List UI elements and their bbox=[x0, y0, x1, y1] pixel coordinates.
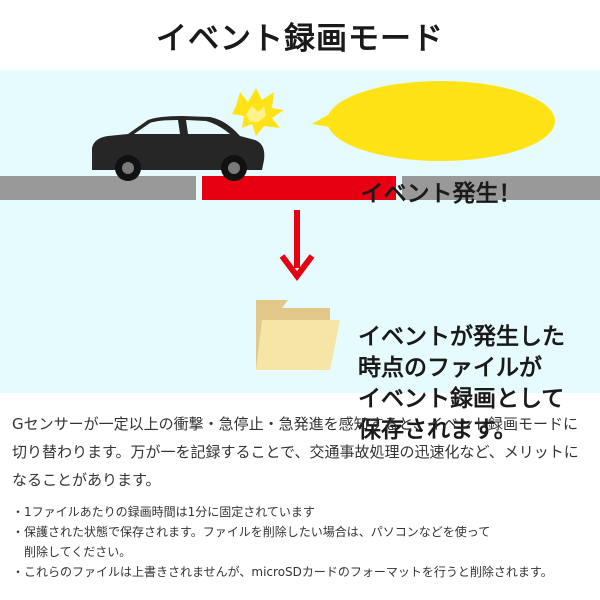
info-line: イベントが発生した bbox=[358, 324, 565, 350]
note-item-continuation: 削除してください。 bbox=[24, 545, 132, 559]
description-line: なることがあります。 bbox=[12, 471, 161, 489]
timeline-segment-after bbox=[402, 176, 600, 200]
description-line: Gセンサーが一定以上の衝撃・急停止・急発進を感知すると、イベント録画モードに bbox=[12, 415, 579, 433]
speech-bubble bbox=[312, 81, 555, 161]
illustration-panel: イベント発生！ イベントが発生した 時点のファイルが イベント録画として 保存さ… bbox=[0, 70, 600, 443]
event-info-text: イベントが発生した 時点のファイルが イベント録画として 保存されます。 bbox=[358, 322, 598, 446]
event-bubble-text: イベント発生！ bbox=[360, 181, 522, 207]
note-item: ・1ファイルあたりの録画時間は1分に固定されています bbox=[12, 505, 315, 519]
timeline-segment-before bbox=[0, 176, 196, 200]
notes-list: ・1ファイルあたりの録画時間は1分に固定されています ・保護された状態で保存され… bbox=[12, 502, 597, 582]
car-icon bbox=[92, 116, 265, 181]
description-line: 切り替わります。万が一を記録することで、交通事故処理の迅速化など、メリットに bbox=[12, 443, 579, 461]
folder-icon bbox=[256, 300, 340, 370]
arrow-down-icon bbox=[279, 210, 315, 281]
info-line: 保存されます。 bbox=[358, 417, 517, 443]
note-item: ・保護された状態で保存されます。ファイルを削除したい場合は、パソコンなどを使って bbox=[12, 525, 491, 539]
note-item: ・これらのファイルは上書きされませんが、microSDカードのフォーマットを行う… bbox=[12, 565, 553, 579]
page-title: イベント録画モード bbox=[156, 20, 444, 57]
description-text: Gセンサーが一定以上の衝撃・急停止・急発進を感知すると、イベント録画モードに 切… bbox=[12, 410, 592, 494]
info-line: イベント録画として bbox=[358, 386, 565, 412]
info-line: 時点のファイルが bbox=[358, 355, 542, 381]
